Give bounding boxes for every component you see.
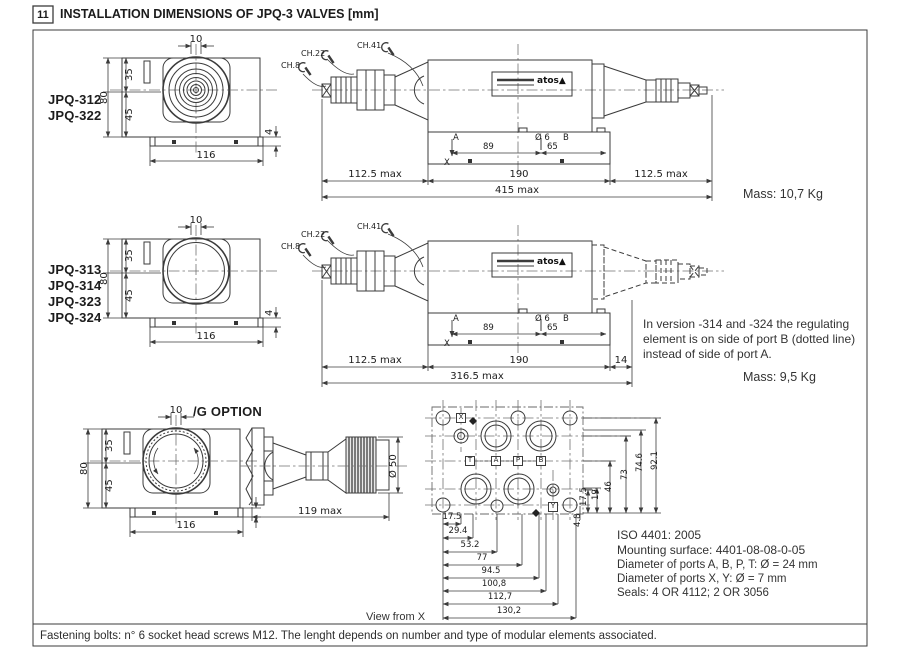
- mnt-dim-17-5: 17.5: [579, 487, 589, 506]
- valve2-side-view: [296, 221, 724, 387]
- port-a-label: A: [493, 456, 499, 464]
- valve2-model-4: JPQ-324: [48, 310, 102, 325]
- v1-dim-total: 415 max: [494, 185, 540, 196]
- iso-ports-xy: Diameter of ports X, Y: Ø = 7 mm: [617, 573, 787, 585]
- valve1-model-2: JPQ-322: [48, 108, 102, 123]
- atos-logo-2: atos▲: [537, 257, 566, 267]
- v2-dim-45: 45: [124, 289, 135, 302]
- mnt-dim-74-6: 74.6: [635, 453, 645, 472]
- v2-dim-total: 316.5 max: [450, 371, 504, 382]
- v2-dim-mid: 190: [509, 355, 529, 366]
- goption-front-view: [83, 413, 261, 537]
- v2-dim-phi6: Ø 6: [535, 314, 550, 324]
- mnt-dim-46: 46: [604, 481, 614, 492]
- v1-dim-35: 35: [124, 68, 135, 81]
- v2-dim-14: 14: [614, 355, 628, 366]
- port-p-label: P: [515, 456, 521, 464]
- v2-mass: Mass: 9,5 Kg: [743, 370, 816, 384]
- valve2-model-2: JPQ-314: [48, 278, 102, 293]
- v1-dim-116: 116: [196, 150, 216, 161]
- mnt-dim-b94-5: 94.5: [481, 566, 501, 576]
- v2-dim-89: 89: [483, 323, 494, 333]
- mnt-dim-b112-7: 112,7: [487, 592, 513, 602]
- v1-mass: Mass: 10,7 Kg: [743, 187, 823, 201]
- v1-wrench-ch8-label: CH.8: [281, 61, 301, 70]
- mnt-dim-73: 73: [620, 469, 630, 480]
- port-y-label: Y: [550, 502, 556, 510]
- valve1-side-view: [296, 40, 724, 201]
- v2-dim-4: 4: [264, 309, 275, 316]
- mnt-dim-b130-2: 130,2: [496, 606, 522, 616]
- v1-port-b: B: [563, 133, 569, 143]
- v1-dim-phi6: Ø 6: [535, 133, 550, 143]
- g-dim-35: 35: [104, 439, 115, 452]
- atos-logo: atos▲: [537, 76, 566, 86]
- section-number-box: [32, 5, 54, 24]
- v2-dim-10: 10: [189, 215, 203, 226]
- v2-wrench-ch41-label: CH.41: [357, 222, 382, 231]
- v1-dim-left: 112.5 max: [348, 169, 402, 180]
- v2-port-b: B: [563, 314, 569, 324]
- g-dim-80: 80: [79, 462, 90, 475]
- section-number: 11: [37, 9, 49, 21]
- v1-wrench-ch41-label: CH.41: [357, 41, 382, 50]
- v1-dim-mid: 190: [509, 169, 529, 180]
- mnt-dim-19: 19: [591, 489, 601, 500]
- mounting-surface-view: [425, 400, 661, 621]
- valve1-front-view: [103, 42, 281, 166]
- view-from-x-label: View from X: [366, 611, 426, 623]
- port-b-label: B: [538, 456, 544, 464]
- iso-standard: ISO 4401: 2005: [617, 528, 702, 542]
- v2-dim-65: 65: [547, 323, 558, 333]
- v1-dim-89: 89: [483, 142, 494, 152]
- mnt-dim-b53-2: 53.2: [460, 540, 480, 550]
- v2-note-line3: instead of side of port A.: [643, 347, 772, 361]
- content-border: [32, 29, 868, 647]
- page-title: INSTALLATION DIMENSIONS OF JPQ-3 VALVES …: [60, 7, 379, 21]
- v1-dim-4: 4: [264, 128, 275, 135]
- iso-mounting-surface: Mounting surface: 4401-08-08-0-05: [617, 543, 806, 557]
- goption-title: /G OPTION: [193, 404, 262, 419]
- v2-dim-116: 116: [196, 331, 216, 342]
- iso-seals: Seals: 4 OR 4112; 2 OR 3056: [617, 587, 769, 599]
- v1-dim-45: 45: [124, 108, 135, 121]
- v2-port-a: A: [453, 314, 459, 324]
- valve2-front-view: [103, 223, 281, 347]
- v1-dim-right: 112.5 max: [634, 169, 688, 180]
- v2-port-x: X: [444, 339, 450, 349]
- goption-knob-side-view: [240, 427, 410, 521]
- valve1-model-1: JPQ-312: [48, 92, 102, 107]
- port-t-label: T: [467, 456, 473, 464]
- v2-dim-80: 80: [99, 272, 110, 285]
- mnt-dim-b17-5: 17.5: [442, 512, 462, 522]
- valve2-model-1: JPQ-313: [48, 262, 102, 277]
- mnt-dim-4-8: 4.8: [573, 513, 583, 527]
- v1-dim-10: 10: [189, 34, 203, 45]
- g-dim-phi50: Ø 50: [388, 454, 399, 478]
- mnt-dim-92-1: 92.1: [650, 451, 660, 470]
- g-dim-45: 45: [104, 479, 115, 492]
- v2-dim-left: 112.5 max: [348, 355, 402, 366]
- g-dim-10: 10: [169, 405, 183, 416]
- v2-wrench-ch22-label: CH.22: [301, 230, 326, 239]
- v1-dim-80: 80: [99, 91, 110, 104]
- v1-wrench-ch22-label: CH.22: [301, 49, 326, 58]
- mnt-dim-b77: 77: [476, 553, 488, 563]
- g-dim-116: 116: [176, 520, 196, 531]
- g-dim-119: 119 max: [297, 506, 343, 517]
- v2-wrench-ch8-label: CH.8: [281, 242, 301, 251]
- v1-port-a: A: [453, 133, 459, 143]
- v1-port-x: X: [444, 158, 450, 168]
- v2-note-line1: In version -314 and -324 the regulating: [643, 317, 850, 331]
- iso-ports-main: Diameter of ports A, B, P, T: Ø = 24 mm: [617, 559, 818, 571]
- port-x-label: X: [458, 413, 464, 421]
- footer-note: Fastening bolts: n° 6 socket head screws…: [40, 630, 657, 642]
- v1-dim-65: 65: [547, 142, 558, 152]
- v2-note-line2: element is on side of port B (dotted lin…: [643, 332, 856, 346]
- mnt-dim-b100-8: 100,8: [481, 579, 507, 589]
- valve2-model-3: JPQ-323: [48, 294, 102, 309]
- mnt-dim-b29-4: 29.4: [448, 526, 468, 536]
- v2-dim-35: 35: [124, 249, 135, 262]
